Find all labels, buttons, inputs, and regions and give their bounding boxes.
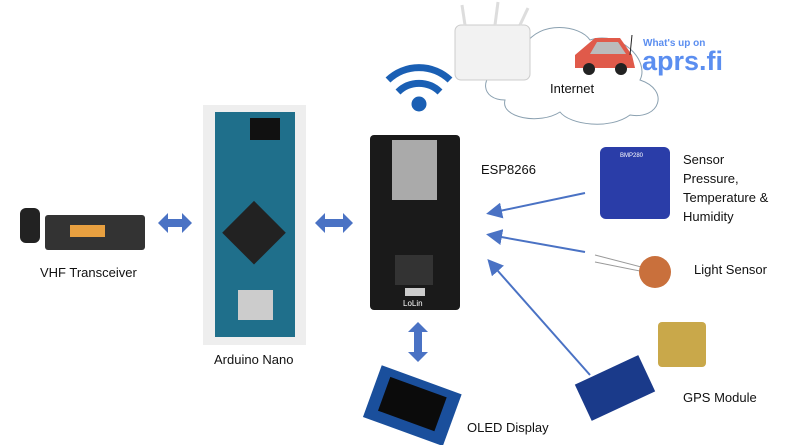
aprs-logo: aprs.fi xyxy=(642,46,724,76)
sensor-label: Sensor Pressure, Temperature & Humidity xyxy=(683,150,768,226)
sensor-label-line: Humidity xyxy=(683,209,734,224)
vhf-label: VHF Transceiver xyxy=(40,265,137,280)
sensor-label-line: Sensor xyxy=(683,152,725,167)
arrow-arduino-esp xyxy=(315,213,353,233)
bmp280-sensor-image: BMP280 xyxy=(600,147,670,219)
aprs-tagline: What's up on xyxy=(643,38,706,49)
arrow-radio-arduino xyxy=(158,213,192,233)
lolin-board-text: LoLin xyxy=(403,299,423,308)
wifi-icon xyxy=(385,64,453,112)
bmp-chip-text: BMP280 xyxy=(620,153,644,159)
car-logo-icon xyxy=(575,34,635,75)
gps-module-image xyxy=(574,322,706,421)
oled-display-image xyxy=(362,365,462,445)
arrow-gps-esp xyxy=(487,259,591,376)
router-image xyxy=(454,1,531,81)
gps-label: GPS Module xyxy=(683,390,757,405)
vhf-transceiver-image xyxy=(20,208,145,250)
arrow-light-esp xyxy=(486,229,586,253)
light-sensor-label: Light Sensor xyxy=(694,262,767,277)
arduino-label: Arduino Nano xyxy=(214,352,294,367)
esp8266-image: LoLin xyxy=(370,135,460,310)
esp8266-label: ESP8266 xyxy=(481,162,536,177)
oled-label: OLED Display xyxy=(467,420,549,435)
internet-label: Internet xyxy=(550,81,595,96)
arrow-esp-oled xyxy=(408,322,428,362)
arrow-sensor-esp xyxy=(486,192,586,219)
light-sensor-image xyxy=(594,254,671,288)
arduino-nano-image xyxy=(203,105,306,345)
sensor-label-line: Temperature & xyxy=(683,190,769,205)
sensor-label-line: Pressure, xyxy=(683,171,739,186)
